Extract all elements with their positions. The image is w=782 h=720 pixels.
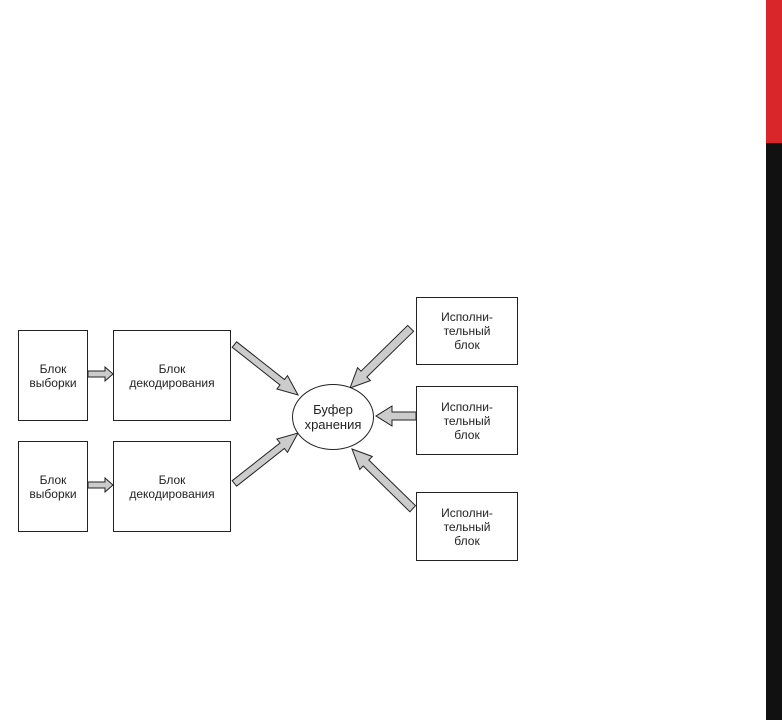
arrow-decode2-buffer bbox=[231, 432, 300, 487]
arrow-exec1-buffer bbox=[349, 324, 415, 389]
side-accent bbox=[766, 0, 782, 143]
arrow-decode1-buffer bbox=[231, 341, 300, 396]
arrow-fetch-decode-1 bbox=[87, 365, 114, 383]
decode-unit-2: Блок декодирования bbox=[113, 441, 231, 532]
arrow-exec3-buffer bbox=[351, 448, 417, 513]
arrow-exec2-buffer bbox=[375, 405, 417, 427]
arrow-fetch-decode-2 bbox=[87, 476, 114, 494]
execution-unit-2: Исполни- тельный блок bbox=[416, 386, 518, 455]
fetch-unit-1: Блок выборки bbox=[18, 330, 88, 421]
side-bar bbox=[766, 0, 782, 720]
fetch-unit-2: Блок выборки bbox=[18, 441, 88, 532]
execution-unit-3: Исполни- тельный блок bbox=[416, 492, 518, 561]
execution-unit-1: Исполни- тельный блок bbox=[416, 297, 518, 365]
decode-unit-1: Блок декодирования bbox=[113, 330, 231, 421]
storage-buffer: Буфер хранения bbox=[292, 384, 374, 450]
